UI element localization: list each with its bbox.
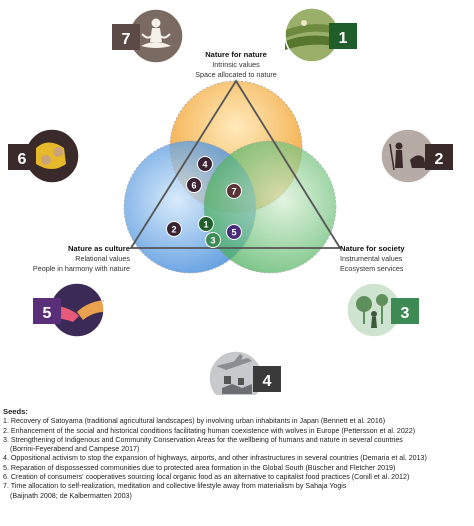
cooperative-food-icon: 6 bbox=[8, 128, 80, 184]
seed-item: 4. Oppositional activism to stop the exp… bbox=[3, 454, 473, 463]
protest-airport-icon: 4 bbox=[208, 350, 281, 406]
seed-item: 1. Recovery of Satoyama (traditional agr… bbox=[3, 417, 473, 426]
rice-terrace-icon: 1 bbox=[284, 7, 357, 63]
marker-2: 2 bbox=[166, 221, 182, 237]
venn-markers: 4 6 7 2 1 3 5 bbox=[166, 156, 242, 248]
seed-6-line-1: 6. Creation of consumers' cooperatives s… bbox=[3, 473, 410, 482]
nature-for-society-line-1: Instrumental values bbox=[340, 254, 403, 263]
seed-2-line-1: 2. Enhancement of the social and histori… bbox=[3, 426, 416, 435]
meditation-icon: 7 bbox=[112, 8, 184, 64]
seed-3-line-2: (Borrini-Feyerabend and Campese 2017) bbox=[10, 445, 140, 454]
nature-for-nature-line-1: Intrinsic values bbox=[212, 60, 260, 69]
badge-2-label: 2 bbox=[435, 151, 444, 168]
marker-5-label: 5 bbox=[231, 228, 236, 238]
seeds-title: Seeds: bbox=[3, 407, 28, 416]
marker-5: 5 bbox=[226, 224, 242, 240]
forest-community-icon: 3 bbox=[346, 282, 419, 338]
seed-3-line-1: 3. Strengthening of Indigenous and Commu… bbox=[3, 435, 403, 444]
badge-4-label: 4 bbox=[263, 373, 272, 390]
badge-5-label: 5 bbox=[43, 305, 52, 322]
seed-item: 7. Time allocation to self-realization, … bbox=[3, 482, 473, 501]
seed-1-line-1: 1. Recovery of Satoyama (traditional agr… bbox=[3, 417, 386, 426]
seeds-legend: Seeds: 1. Recovery of Satoyama (traditio… bbox=[3, 407, 473, 501]
marker-1-label: 1 bbox=[203, 220, 208, 230]
seed-7-line-1: 7. Time allocation to self-realization, … bbox=[3, 482, 347, 491]
badge-1 bbox=[329, 23, 357, 49]
nature-for-nature-line-2: Space allocated to nature bbox=[195, 70, 277, 79]
badge-3-label: 3 bbox=[401, 305, 410, 322]
seed-4-line-1: 4. Oppositional activism to stop the exp… bbox=[3, 454, 427, 463]
seed-item: 2. Enhancement of the social and histori… bbox=[3, 427, 473, 436]
badge-3 bbox=[391, 298, 419, 324]
marker-2-label: 2 bbox=[171, 225, 176, 235]
marker-7-label: 7 bbox=[231, 187, 236, 197]
handshake-icon: 5 bbox=[33, 282, 105, 338]
marker-4: 4 bbox=[197, 156, 213, 172]
nature-for-society-title: Nature for society bbox=[340, 244, 405, 253]
badge-6-label: 6 bbox=[18, 151, 27, 168]
badge-1-label: 1 bbox=[339, 30, 348, 47]
nature-as-culture-line-1: Relational values bbox=[75, 254, 130, 263]
marker-6: 6 bbox=[186, 177, 202, 193]
nature-for-society-circle bbox=[203, 140, 337, 274]
nature-for-society-line-2: Ecosystem services bbox=[340, 264, 404, 273]
nature-futures-diagram: 4 6 7 2 1 3 5 7 1 bbox=[8, 7, 460, 406]
label-nature-for-nature: Nature for nature Intrinsic values Space… bbox=[168, 50, 304, 80]
label-nature-as-culture: Nature as culture Relational values Peop… bbox=[10, 244, 130, 274]
marker-3: 3 bbox=[205, 232, 221, 248]
nature-as-culture-line-2: People in harmony with nature bbox=[32, 264, 130, 273]
venn-svg: 4 6 7 2 1 3 5 7 1 bbox=[8, 7, 453, 406]
venn-circles bbox=[123, 80, 337, 274]
marker-6-label: 6 bbox=[191, 181, 196, 191]
badge-7-label: 7 bbox=[122, 31, 131, 48]
badge-5 bbox=[33, 298, 61, 324]
label-nature-for-society: Nature for society Instrumental values E… bbox=[340, 244, 460, 274]
wolf-and-herder-icon: 2 bbox=[380, 128, 453, 184]
marker-4-label: 4 bbox=[202, 160, 207, 170]
seed-item: 3. Strengthening of Indigenous and Commu… bbox=[3, 436, 473, 455]
nature-as-culture-title: Nature as culture bbox=[67, 244, 130, 253]
triangle bbox=[129, 79, 342, 249]
seed-7-line-2: (Baijnath 2008; de Kalbermatten 2003) bbox=[10, 491, 132, 500]
badge-7 bbox=[112, 24, 140, 50]
badge-2 bbox=[425, 144, 453, 170]
marker-7: 7 bbox=[226, 183, 242, 199]
badge-4 bbox=[253, 366, 281, 392]
seed-item: 6. Creation of consumers' cooperatives s… bbox=[3, 473, 473, 482]
badge-6 bbox=[8, 144, 36, 170]
marker-3-label: 3 bbox=[210, 236, 215, 246]
seed-5-line-1: 5. Reparation of dispossessed communitie… bbox=[3, 463, 396, 472]
seed-item: 5. Reparation of dispossessed communitie… bbox=[3, 464, 473, 473]
nature-for-nature-title: Nature for nature bbox=[205, 50, 267, 59]
marker-1: 1 bbox=[198, 216, 214, 232]
